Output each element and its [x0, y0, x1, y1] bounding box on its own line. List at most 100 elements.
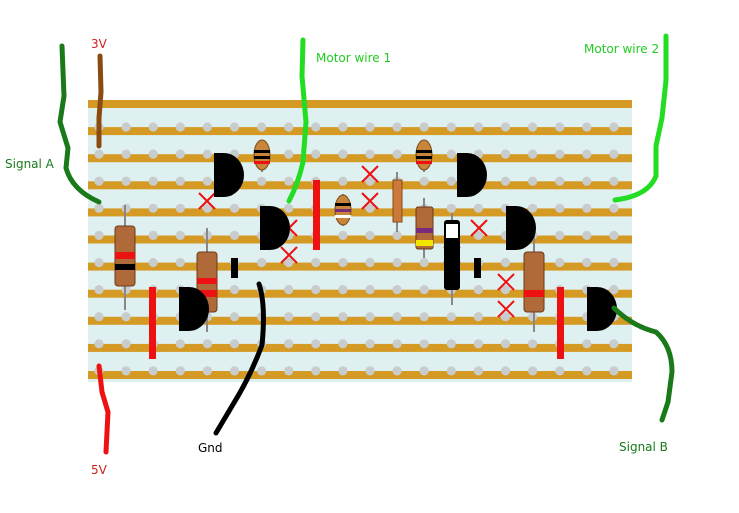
board-hole: [473, 366, 483, 376]
board-hole: [284, 176, 294, 186]
board-hole: [609, 230, 619, 240]
board-hole: [528, 366, 538, 376]
board-hole: [284, 285, 294, 295]
board-hole: [148, 257, 158, 268]
copper-strips: [88, 100, 632, 379]
board-hole: [148, 122, 158, 132]
cut-mark: [198, 192, 216, 210]
board-hole: [609, 203, 619, 213]
board-hole: [473, 339, 483, 349]
board-hole: [473, 285, 483, 295]
board-hole: [284, 149, 294, 159]
board-hole: [311, 149, 321, 159]
label-5v: 5V: [91, 463, 108, 477]
mini-resistor-2: [334, 194, 352, 226]
board-hole: [94, 149, 104, 159]
board-hole: [365, 203, 375, 213]
board-hole: [229, 339, 240, 349]
board-hole: [175, 339, 185, 349]
board-hole: [202, 366, 212, 376]
board-hole: [94, 257, 104, 268]
transistor-1: [214, 153, 244, 197]
board-hole: [121, 149, 131, 159]
board-hole: [446, 366, 456, 376]
board-hole: [121, 366, 131, 376]
board-hole: [473, 122, 483, 132]
board-hole: [609, 122, 619, 132]
board-hole: [473, 203, 483, 213]
board-hole: [284, 366, 294, 376]
board-hole: [338, 230, 348, 240]
board-hole: [582, 149, 592, 159]
board-hole: [121, 339, 131, 349]
copper-strip: [88, 371, 632, 379]
board-hole: [609, 285, 619, 295]
board-hole: [229, 366, 240, 376]
copper-strip: [88, 289, 632, 298]
board-hole: [582, 257, 592, 268]
cut-mark: [470, 219, 488, 237]
board-hole: [311, 257, 321, 268]
board-hole: [202, 149, 212, 159]
board-hole: [446, 176, 456, 186]
board-hole: [257, 122, 267, 132]
board-hole: [202, 176, 212, 186]
board-hole: [257, 176, 267, 186]
transistor-5: [506, 206, 536, 250]
board-hole: [392, 230, 402, 240]
board-hole: [555, 366, 565, 376]
board-hole: [311, 366, 321, 376]
board-hole: [419, 312, 429, 322]
board-hole: [528, 312, 538, 322]
copper-strip: [88, 235, 632, 244]
board-hole: [338, 366, 348, 376]
red-link-2: [313, 180, 320, 250]
board-hole: [121, 122, 131, 132]
board-hole: [609, 257, 619, 268]
board-hole: [500, 339, 511, 349]
board-hole: [446, 149, 456, 159]
board-hole: [500, 312, 511, 322]
board-hole: [500, 122, 511, 132]
transistor-2: [260, 206, 290, 250]
cut-mark: [361, 192, 379, 210]
board-hole: [392, 285, 402, 295]
board-hole: [338, 312, 348, 322]
board-hole: [311, 285, 321, 295]
board-hole: [582, 366, 592, 376]
board-hole: [121, 312, 131, 322]
board-hole: [609, 176, 619, 186]
board-hole: [284, 339, 294, 349]
board-hole: [365, 257, 375, 268]
board-hole: [528, 122, 538, 132]
board-hole: [419, 257, 429, 268]
copper-strip: [88, 208, 632, 217]
board-hole: [392, 257, 402, 268]
cut-mark: [280, 246, 298, 264]
board-hole: [175, 257, 185, 268]
board-hole: [229, 230, 240, 240]
label-motor-wire-1: Motor wire 1: [316, 51, 391, 65]
board-hole: [94, 339, 104, 349]
mini-resistor-1: [253, 139, 271, 172]
board-hole: [419, 366, 429, 376]
board-hole: [257, 257, 267, 268]
board-hole: [392, 122, 402, 132]
board-hole: [500, 366, 511, 376]
board-hole: [473, 312, 483, 322]
board-hole: [365, 176, 375, 186]
board-hole: [419, 122, 429, 132]
board-hole: [392, 149, 402, 159]
wire-signal-b: [611, 305, 675, 423]
board-hole: [528, 203, 538, 213]
label-signal-a: Signal A: [5, 157, 55, 171]
wire-gnd: [213, 281, 266, 436]
board-hole: [555, 122, 565, 132]
board-hole: [555, 203, 565, 213]
board-hole: [365, 122, 375, 132]
board-hole: [257, 366, 267, 376]
board-hole: [555, 257, 565, 268]
board-hole: [175, 176, 185, 186]
board-hole: [392, 339, 402, 349]
copper-strip: [88, 100, 632, 108]
